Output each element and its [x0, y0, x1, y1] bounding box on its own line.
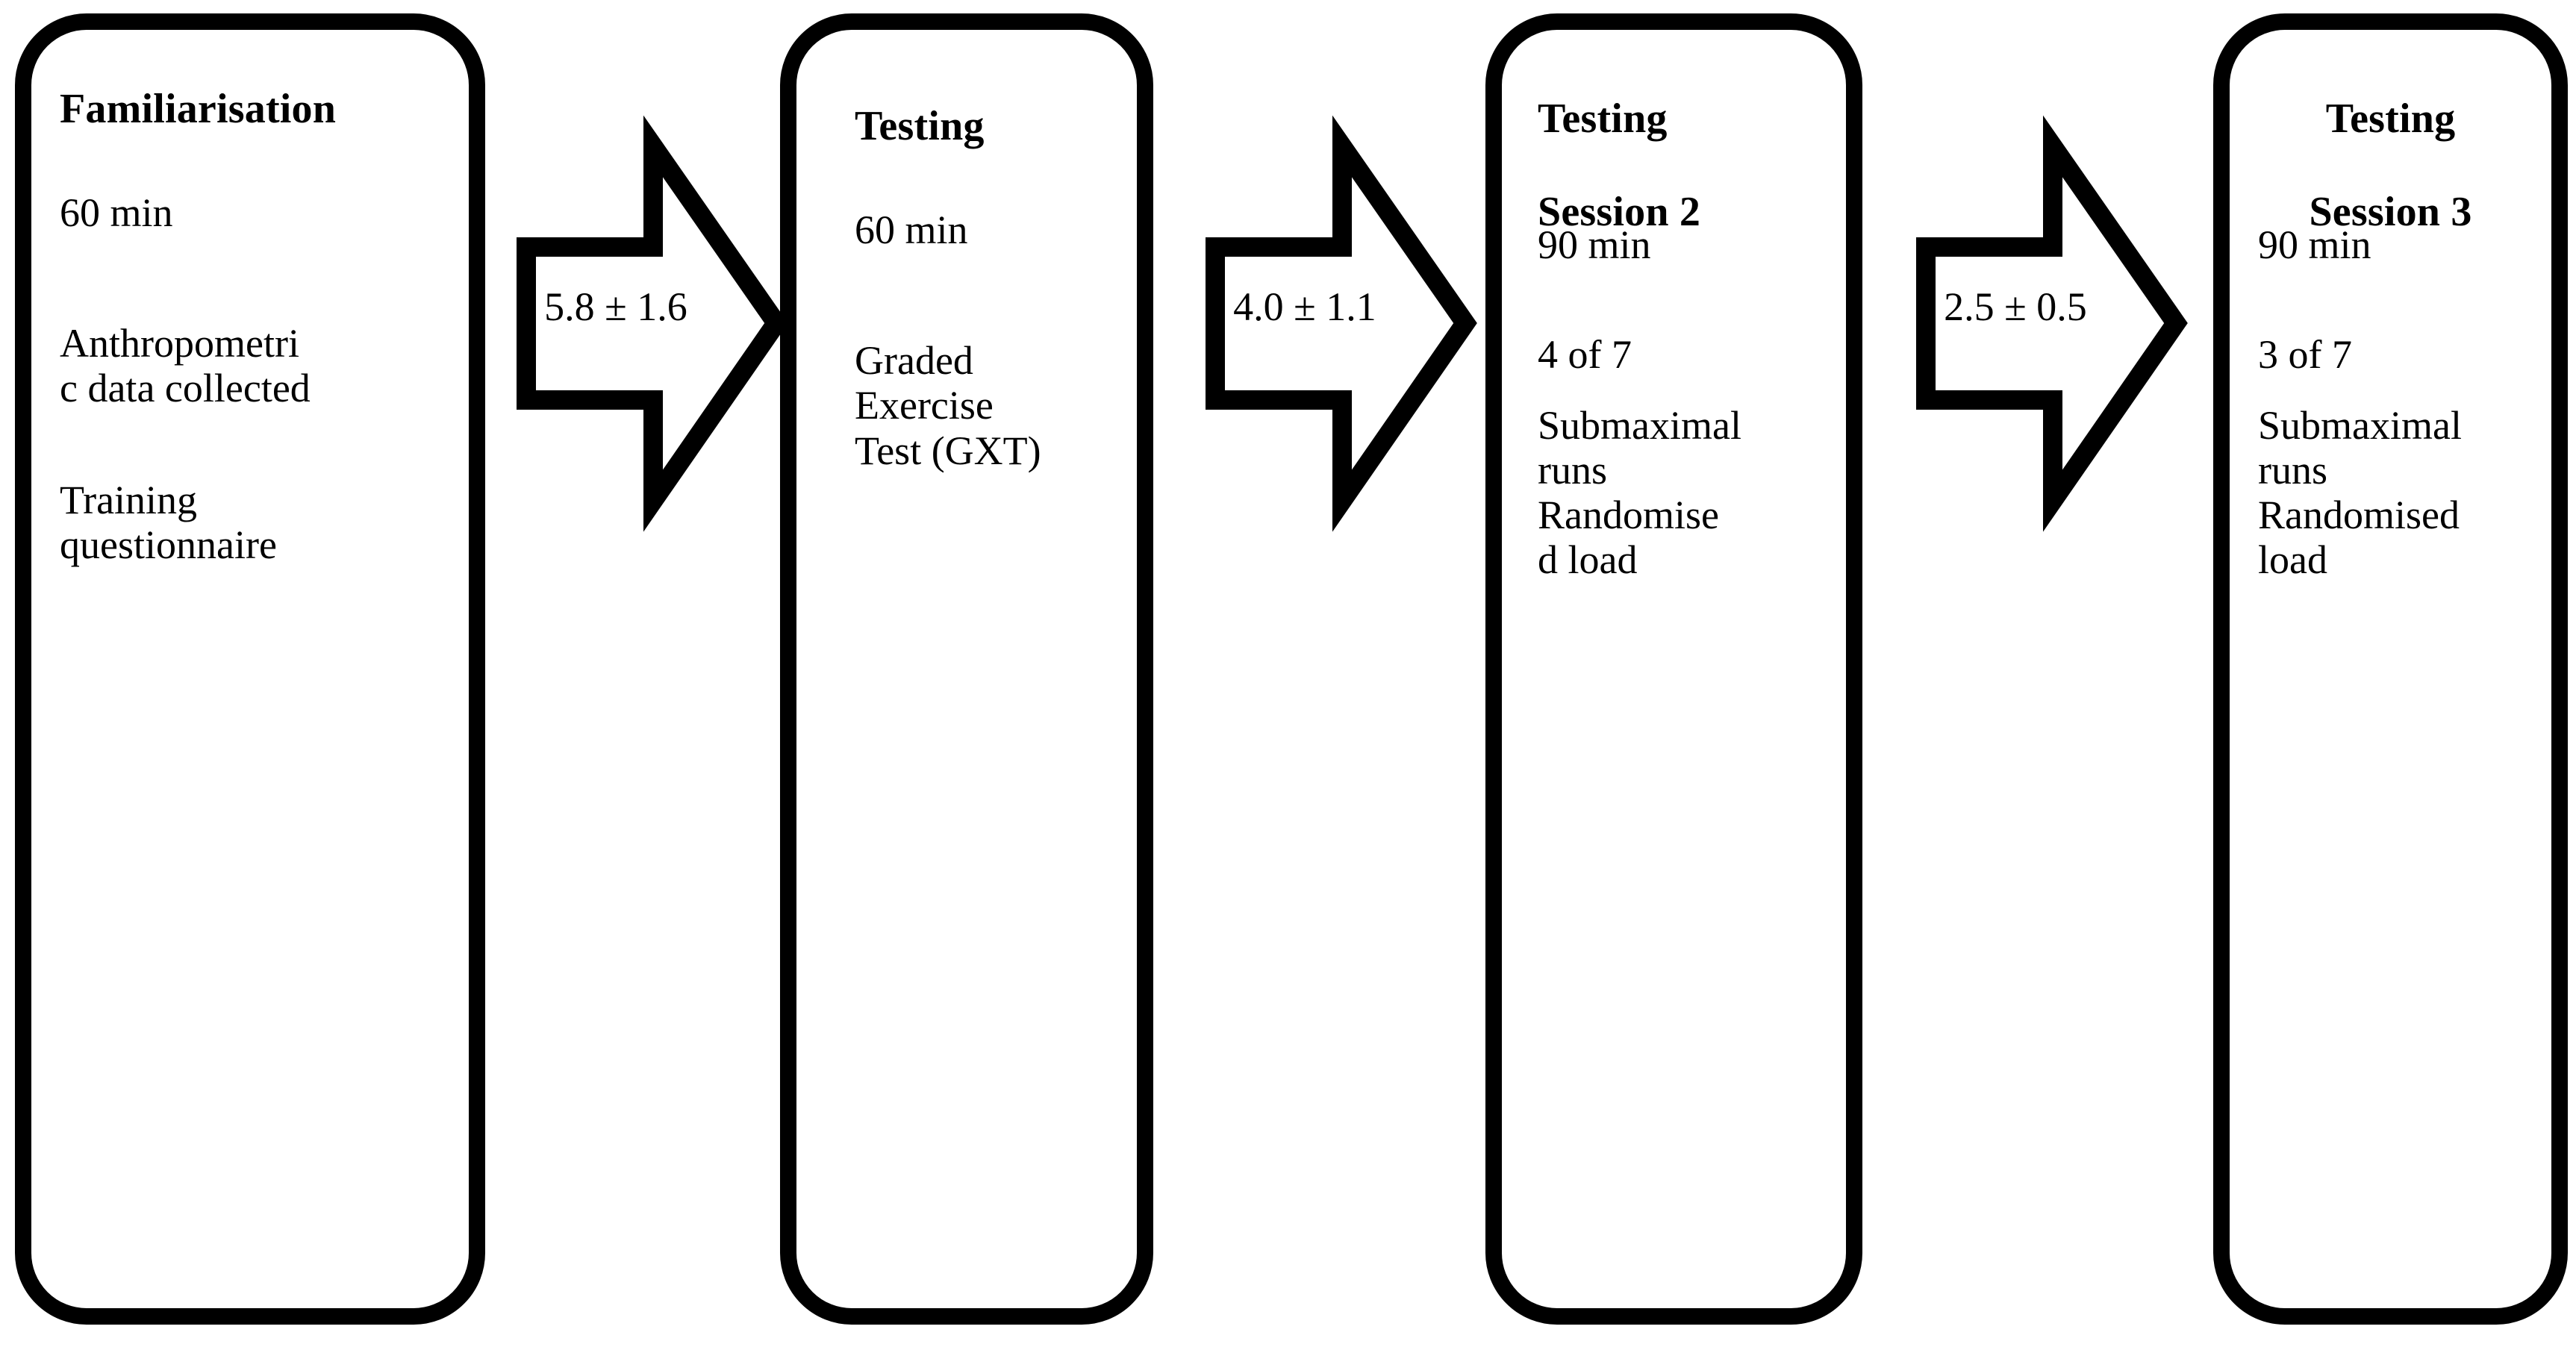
familiarisation-title: Familiarisation [60, 86, 337, 132]
familiarisation-training-questionnaire: Training questionnaire [60, 478, 277, 568]
testing-session-3-submaximal-runs: Submaximal runs [2258, 403, 2462, 493]
testing-session-3-randomised-load: Randomised load [2258, 493, 2460, 583]
testing-session-1-duration: 60 min [855, 207, 968, 252]
arrow-2-shape [1206, 115, 1477, 532]
testing-session-2-randomised-load: Randomise d load [1538, 493, 1719, 583]
testing-session-3-run-count: 3 of 7 [2258, 332, 2352, 377]
testing-session-2-title: Testing Session 2 [1538, 96, 1701, 236]
arrow-familiarisation-to-session1 [489, 115, 788, 532]
arrow-2-label: 4.0 ± 1.1 [1233, 284, 1376, 329]
familiarisation-anthropometric-data: Anthropometri c data collected [60, 321, 311, 411]
stage-box-familiarisation-content: Familiarisation 60 min Anthropometri c d… [31, 30, 469, 1308]
testing-session-3-duration: 90 min [2258, 222, 2371, 267]
testing-session-2-run-count: 4 of 7 [1538, 332, 1632, 377]
arrow-session1-to-session2 [1178, 115, 1477, 532]
stage-box-testing-session-2-content: Testing Session 2 90 min 4 of 7 Submaxim… [1502, 30, 1846, 1308]
stage-box-familiarisation: Familiarisation 60 min Anthropometri c d… [15, 13, 485, 1325]
familiarisation-duration: 60 min [60, 190, 173, 235]
stage-box-testing-session-1: Testing 60 min Graded Exercise Test (GXT… [780, 13, 1153, 1325]
arrow-1-label: 5.8 ± 1.6 [544, 284, 687, 329]
testing-session-1-protocol: Graded Exercise Test (GXT) [855, 338, 1041, 473]
arrow-1-shape [517, 115, 788, 532]
testing-session-2-submaximal-runs: Submaximal runs [1538, 403, 1741, 493]
testing-session-1-title: Testing [855, 103, 985, 149]
stage-box-testing-session-2: Testing Session 2 90 min 4 of 7 Submaxim… [1485, 13, 1862, 1325]
stage-box-testing-session-1-content: Testing 60 min Graded Exercise Test (GXT… [796, 30, 1137, 1308]
arrow-3-label: 2.5 ± 0.5 [1944, 284, 2087, 329]
arrow-3-shape [1916, 115, 2188, 532]
testing-session-3-title: Testing Session 3 [2309, 96, 2472, 236]
stage-box-testing-session-3-content: Testing Session 3 90 min 3 of 7 Submaxim… [2230, 30, 2551, 1308]
stage-box-testing-session-3: Testing Session 3 90 min 3 of 7 Submaxim… [2213, 13, 2568, 1325]
testing-session-2-duration: 90 min [1538, 222, 1651, 267]
arrow-session2-to-session3 [1889, 115, 2188, 532]
